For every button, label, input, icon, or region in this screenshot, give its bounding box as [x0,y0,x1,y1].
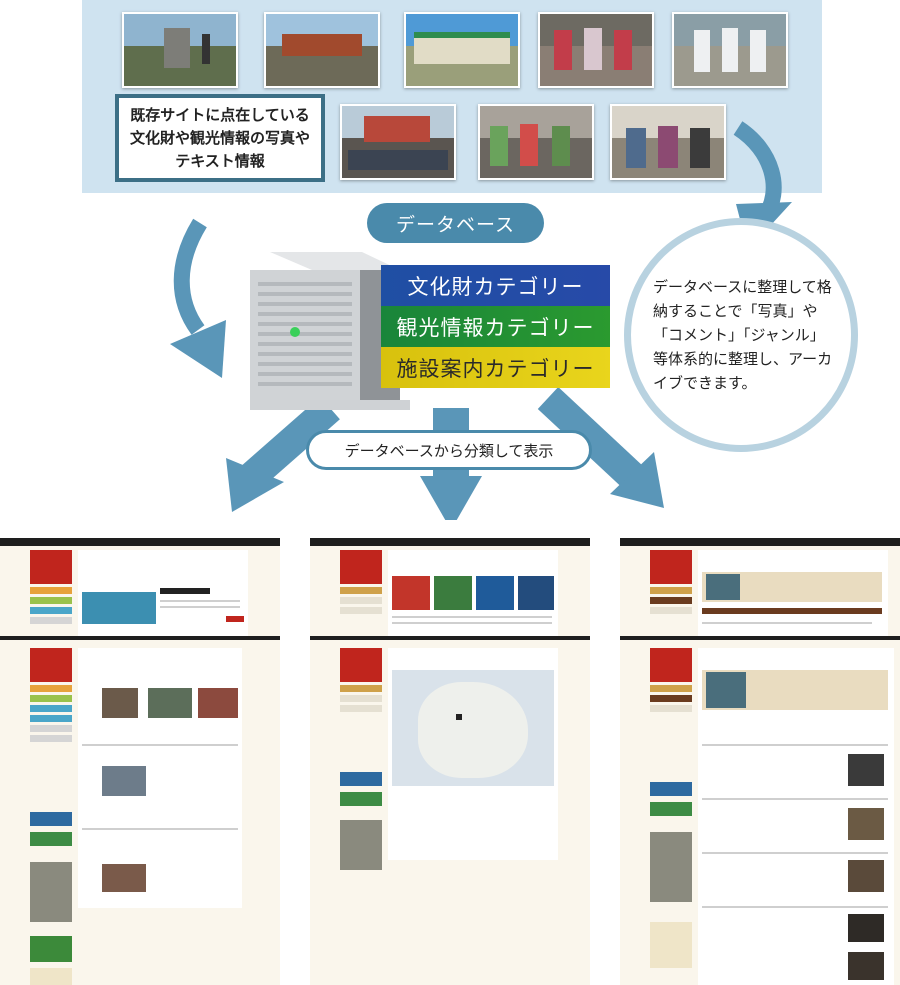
site-results-long [620,636,900,985]
split-display-label: データベースから分類して表示 [306,430,592,470]
photo-community-building [404,12,520,88]
category-tourism: 観光情報カテゴリー [381,306,610,347]
site-culture-list [0,538,280,638]
archive-explanation-text: データベースに整理して格納することで「写真」や「コメント」「ジャンル」等体系的に… [653,278,833,392]
category-culture: 文化財カテゴリー [381,265,610,306]
photo-stone-monument [122,12,238,88]
photo-red-roof-house [264,12,380,88]
category-facility: 施設案内カテゴリー [381,347,610,388]
arrow-down-right [537,387,647,491]
category-facility-label: 施設案内カテゴリー [396,356,595,381]
photo-ceremony [672,12,788,88]
arrow-down-center-head [420,476,482,520]
photo-dancers [538,12,654,88]
database-label: データベース [367,203,544,243]
arrow-left-curve [173,218,207,335]
category-culture-label: 文化財カテゴリー [407,274,584,299]
site-map-search [310,636,590,985]
database-text: データベース [395,213,516,236]
category-tourism-label: 観光情報カテゴリー [396,315,595,340]
arrow-down-left-head [226,458,284,512]
split-display-text: データベースから分類して表示 [344,441,554,460]
server-icon [250,252,410,410]
site-era-search [310,538,590,638]
site-search-results [620,538,900,638]
existing-sites-label: 既存サイトに点在している文化財や観光情報の写真やテキスト情報 [129,105,310,170]
arrow-down-right-head [610,452,664,508]
site-event-detail [0,636,280,985]
existing-sites-box: 既存サイトに点在している文化財や観光情報の写真やテキスト情報 [115,94,325,182]
arrow-down-left [238,396,340,492]
archive-explanation-circle: データベースに整理して格納することで「写真」や「コメント」「ジャンル」等体系的に… [624,218,858,452]
photo-people-indoor [610,104,726,180]
photo-group-dance [478,104,594,180]
photo-shrine-crowd [340,104,456,180]
arrow-left-head [170,320,226,378]
